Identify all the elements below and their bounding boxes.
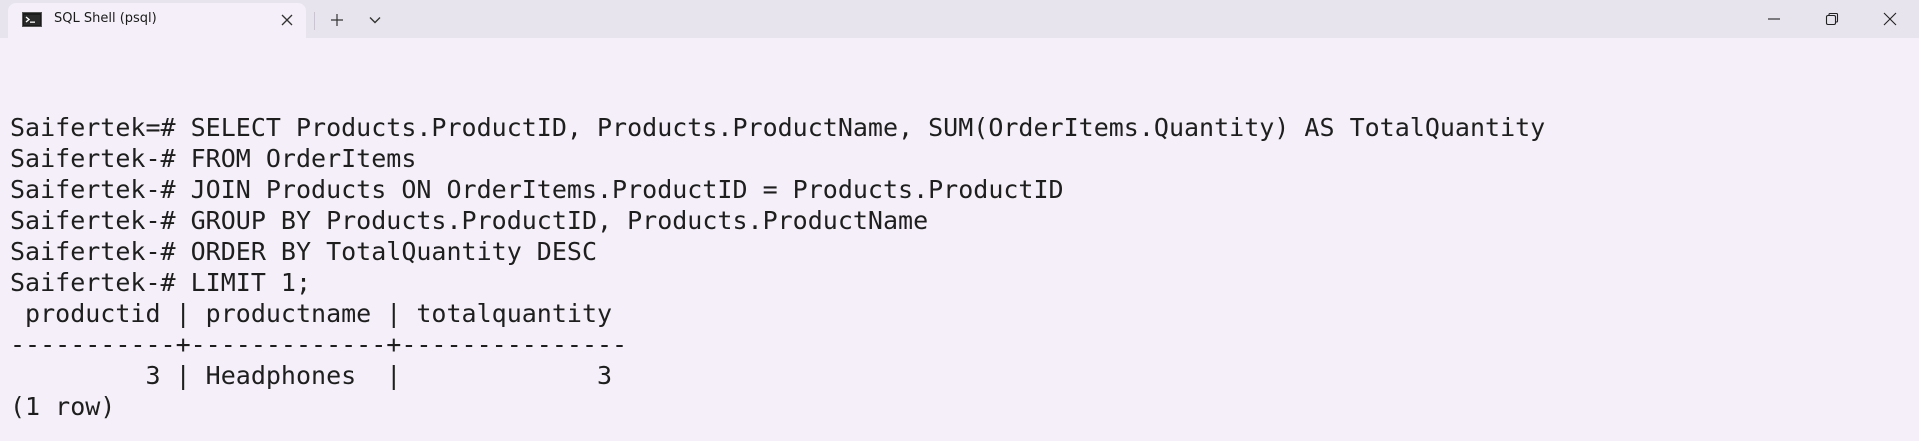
- result-separator: -----------+-------------+--------------…: [10, 330, 628, 359]
- terminal-line: Saifertek-# FROM OrderItems: [10, 144, 417, 173]
- result-row: 3 | Headphones | 3: [10, 361, 613, 390]
- result-header: productid | productname | totalquantity: [10, 299, 613, 328]
- chevron-down-icon: [369, 17, 381, 24]
- minimize-icon: [1768, 18, 1780, 20]
- terminal-line: Saifertek-# ORDER BY TotalQuantity DESC: [10, 237, 597, 266]
- tab-separator: [314, 12, 315, 30]
- terminal-line: Saifertek-# JOIN Products ON OrderItems.…: [10, 175, 1064, 204]
- close-tab-icon[interactable]: [278, 11, 296, 29]
- tab-dropdown-button[interactable]: [358, 6, 392, 34]
- minimize-button[interactable]: [1745, 0, 1803, 38]
- terminal-output[interactable]: Saifertek=# SELECT Products.ProductID, P…: [0, 38, 1919, 441]
- terminal-text: Saifertek=# SELECT Products.ProductID, P…: [10, 112, 1545, 422]
- restore-button[interactable]: [1803, 0, 1861, 38]
- terminal-line: Saifertek-# GROUP BY Products.ProductID,…: [10, 206, 929, 235]
- plus-icon: [331, 14, 343, 26]
- terminal-icon: [22, 12, 42, 27]
- tab-sql-shell[interactable]: SQL Shell (psql): [8, 3, 306, 38]
- row-count: (1 row): [10, 392, 116, 421]
- title-bar: SQL Shell (psql): [0, 0, 1919, 38]
- close-window-button[interactable]: [1861, 0, 1919, 38]
- restore-icon: [1825, 12, 1839, 26]
- new-tab-button[interactable]: [318, 6, 356, 34]
- close-icon: [1883, 12, 1897, 26]
- terminal-line: Saifertek-# LIMIT 1;: [10, 268, 312, 297]
- tab-title: SQL Shell (psql): [54, 11, 157, 26]
- terminal-line: Saifertek=# SELECT Products.ProductID, P…: [10, 113, 1546, 142]
